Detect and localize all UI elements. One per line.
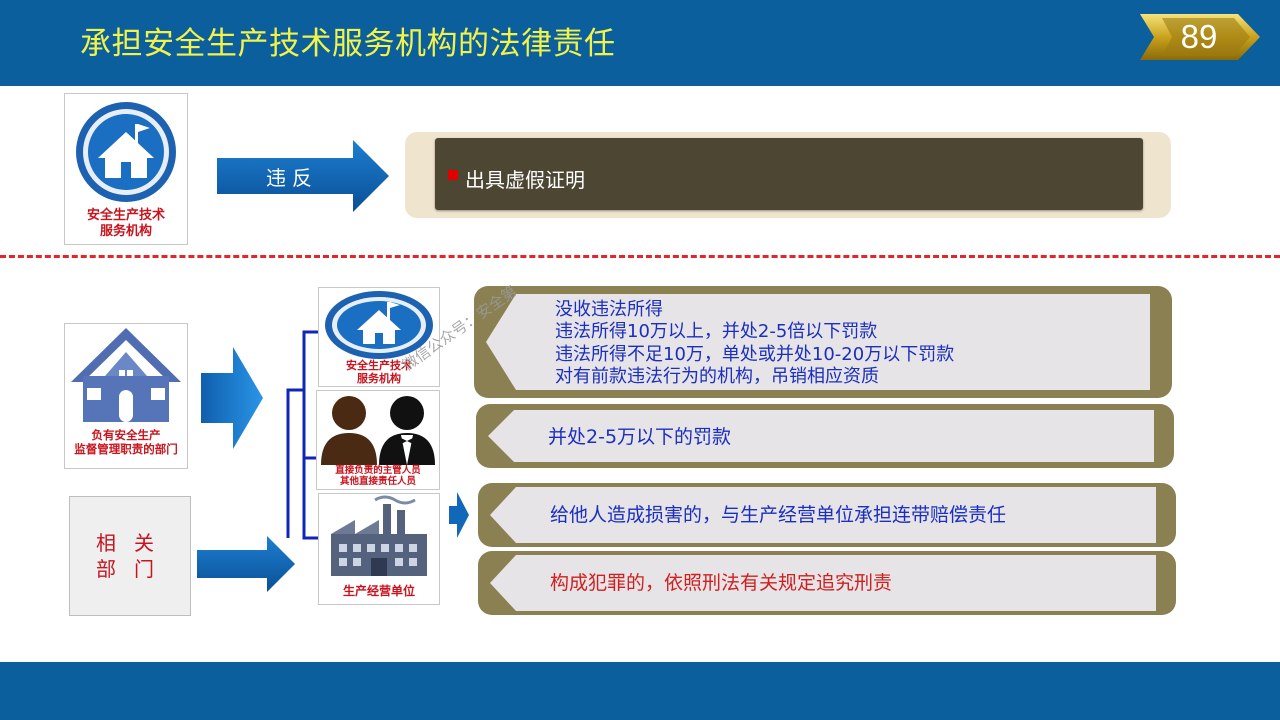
penalty-agency-line-2: 违法所得10万以上，并处2-5倍以下罚款: [555, 321, 878, 342]
penalty-criminal-text: 构成犯罪的，依照刑法有关规定追究刑责: [550, 572, 893, 594]
target-personnel-card: 直接负责的主管人员 其他直接责任人员: [316, 390, 440, 490]
arrow-right-icon: [449, 492, 469, 538]
target-agency-caption: 安全生产技术 服务机构: [346, 359, 412, 385]
bullet-square-icon: [448, 170, 458, 180]
violation-text: 出具虚假证明: [465, 168, 585, 192]
penalty-agency-card: [486, 294, 1150, 390]
penalty-criminal-card: [490, 555, 1156, 611]
related-departments-label: 相关 部门: [96, 531, 172, 581]
violation-panel-inner: [435, 138, 1143, 210]
factory-icon: [331, 495, 427, 576]
penalty-civil-text: 给他人造成损害的，与生产经营单位承担连带赔偿责任: [550, 504, 1007, 526]
house-shield-icon: [325, 291, 433, 359]
arrow-right-icon: [197, 536, 295, 592]
penalty-personnel-card: [488, 410, 1154, 462]
penalty-agency-line-1: 没收违法所得: [555, 299, 663, 320]
page-badge: [1140, 14, 1260, 60]
penalty-civil-card: [490, 487, 1156, 543]
agency-caption: 安全生产技术 服务机构: [86, 208, 165, 240]
header-bar: [0, 0, 1280, 86]
supervisor-caption: 负有安全生产 监督管理职责的部门: [74, 428, 178, 457]
violation-arrow-label: 违反: [266, 166, 318, 190]
footer-bar: [0, 662, 1280, 720]
house-shield-icon: [76, 102, 176, 202]
penalty-agency-line-4: 对有前款违法行为的机构，吊销相应资质: [555, 366, 879, 387]
target-enterprise-card: 生产经营单位: [318, 493, 440, 605]
arrow-right-icon: [201, 347, 263, 449]
target-enterprise-caption: 生产经营单位: [342, 584, 415, 598]
target-agency-card: 安全生产技术 服务机构: [318, 287, 440, 387]
arrow-right-icon: [217, 140, 389, 212]
page-number: 89: [1180, 18, 1218, 55]
penalty-agency-line-3: 违法所得不足10万，单处或并处10-20万以下罚款: [555, 344, 955, 365]
supervisor-card: 负有安全生产 监督管理职责的部门: [64, 323, 188, 469]
house-icon: [71, 328, 181, 422]
dashed-divider: [0, 255, 1280, 258]
related-departments-box: [69, 496, 191, 616]
agency-card: 安全生产技术 服务机构: [64, 93, 188, 245]
penalty-personnel-text: 并处2-5万以下的罚款: [548, 426, 732, 448]
target-personnel-caption: 直接负责的主管人员 其他直接责任人员: [335, 465, 421, 488]
slide-title: 承担安全生产技术服务机构的法律责任: [80, 26, 616, 62]
people-icon: [321, 396, 435, 465]
